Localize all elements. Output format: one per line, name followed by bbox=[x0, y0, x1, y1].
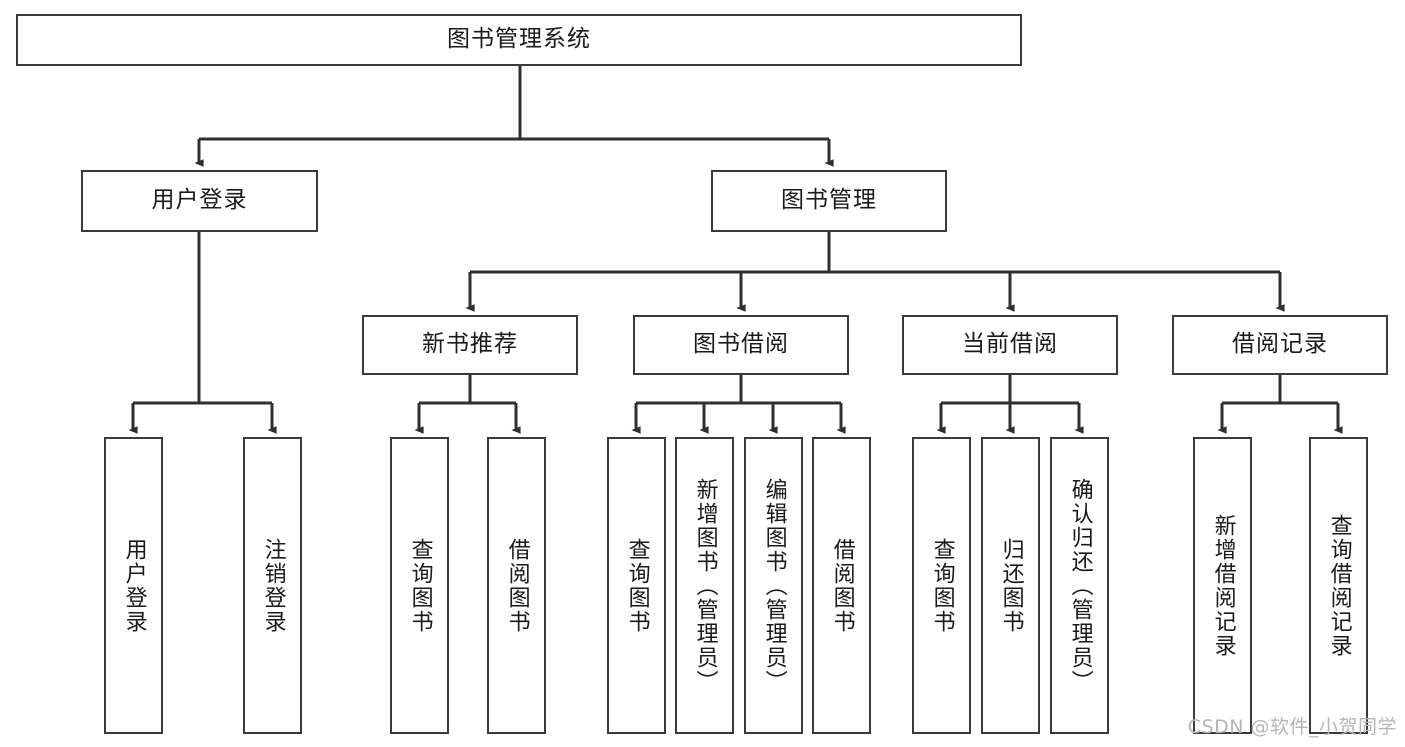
node-book-borrow[interactable]: 图书借阅 bbox=[633, 315, 849, 375]
node-leaf-borrow-book-1[interactable]: 借阅图书 bbox=[487, 437, 546, 734]
node-book-management[interactable]: 图书管理 bbox=[711, 170, 947, 232]
node-user-login-label: 用户登录 bbox=[151, 187, 248, 214]
node-leaf-add-book[interactable]: 新增图书（管理员） bbox=[675, 437, 734, 734]
csdn-watermark: CSDN @软件_小贺同学 bbox=[1187, 716, 1397, 738]
node-leaf-borrow-book-2-label: 借阅图书 bbox=[829, 537, 855, 634]
node-leaf-query-book-3[interactable]: 查询图书 bbox=[912, 437, 971, 734]
node-leaf-query-record-label: 查询借阅记录 bbox=[1326, 513, 1352, 658]
node-leaf-borrow-book-1-label: 借阅图书 bbox=[504, 537, 530, 634]
node-leaf-user-login-label: 用户登录 bbox=[121, 537, 147, 634]
node-leaf-query-book-1-label: 查询图书 bbox=[407, 537, 433, 634]
node-leaf-return-book[interactable]: 归还图书 bbox=[981, 437, 1040, 734]
node-leaf-confirm-return-label: 确认归还（管理员） bbox=[1067, 477, 1093, 694]
node-borrow-record-label: 借阅记录 bbox=[1232, 331, 1328, 358]
node-leaf-user-login[interactable]: 用户登录 bbox=[104, 437, 163, 734]
node-leaf-add-record[interactable]: 新增借阅记录 bbox=[1193, 437, 1252, 734]
node-book-borrow-label: 图书借阅 bbox=[693, 331, 789, 358]
node-leaf-query-book-2-label: 查询图书 bbox=[624, 537, 650, 634]
node-borrow-record[interactable]: 借阅记录 bbox=[1172, 315, 1388, 375]
node-leaf-query-record[interactable]: 查询借阅记录 bbox=[1309, 437, 1368, 734]
node-current-borrow[interactable]: 当前借阅 bbox=[902, 315, 1118, 375]
node-new-book-recommend[interactable]: 新书推荐 bbox=[362, 315, 578, 375]
node-leaf-return-book-label: 归还图书 bbox=[998, 537, 1024, 634]
node-leaf-logout[interactable]: 注销登录 bbox=[243, 437, 302, 734]
node-leaf-confirm-return[interactable]: 确认归还（管理员） bbox=[1050, 437, 1109, 734]
node-leaf-borrow-book-2[interactable]: 借阅图书 bbox=[812, 437, 871, 734]
node-root[interactable]: 图书管理系统 bbox=[16, 14, 1022, 66]
node-leaf-query-book-1[interactable]: 查询图书 bbox=[390, 437, 449, 734]
node-leaf-edit-book-label: 编辑图书（管理员） bbox=[761, 477, 787, 694]
node-leaf-add-book-label: 新增图书（管理员） bbox=[692, 477, 718, 694]
node-leaf-edit-book[interactable]: 编辑图书（管理员） bbox=[744, 437, 803, 734]
node-leaf-add-record-label: 新增借阅记录 bbox=[1210, 513, 1236, 658]
node-current-borrow-label: 当前借阅 bbox=[962, 331, 1058, 358]
node-new-book-recommend-label: 新书推荐 bbox=[422, 331, 518, 358]
node-root-label: 图书管理系统 bbox=[447, 26, 591, 53]
node-book-management-label: 图书管理 bbox=[781, 187, 877, 214]
node-leaf-logout-label: 注销登录 bbox=[260, 537, 286, 634]
node-user-login[interactable]: 用户登录 bbox=[81, 170, 318, 232]
node-leaf-query-book-3-label: 查询图书 bbox=[929, 537, 955, 634]
node-leaf-query-book-2[interactable]: 查询图书 bbox=[607, 437, 666, 734]
